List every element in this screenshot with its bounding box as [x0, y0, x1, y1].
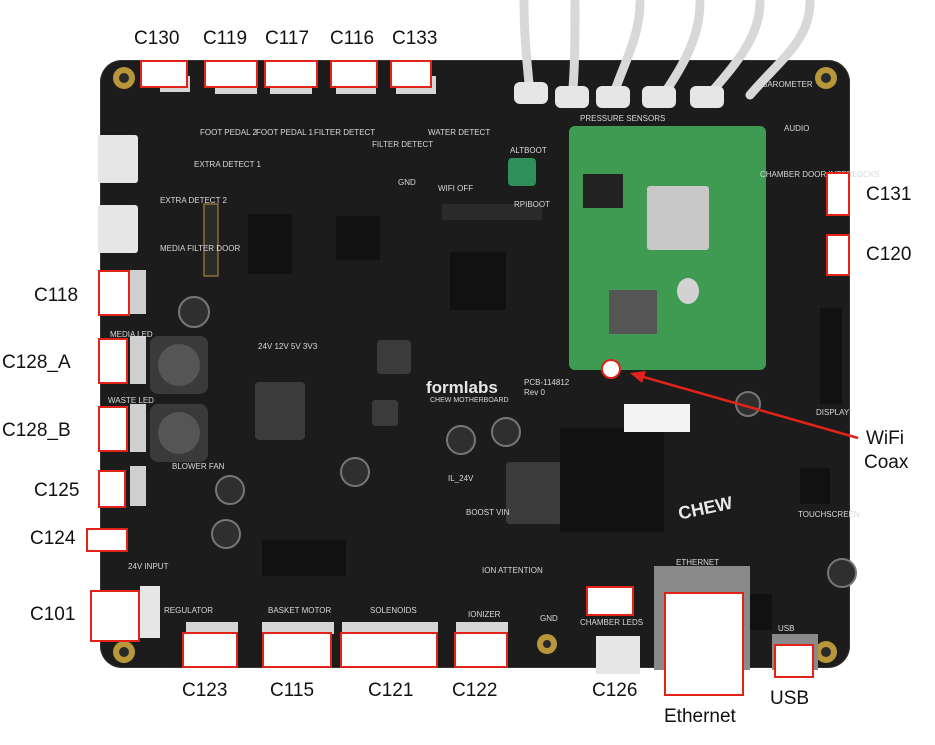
cm-chip-1	[583, 174, 623, 208]
silk-waste-led: WASTE LED	[108, 396, 154, 405]
silk-ethernet: ETHERNET	[676, 558, 720, 567]
label-c126: C126	[592, 680, 638, 701]
silk-rails: 24V 12V 5V 3V3	[258, 342, 318, 351]
silk-extra-detect-1: EXTRA DETECT 1	[194, 160, 261, 169]
label-c124: C124	[30, 528, 76, 549]
silk-ionizer: IONIZER	[468, 610, 501, 619]
label-box-c130	[140, 60, 188, 88]
silk-24v-input: 24V INPUT	[128, 562, 169, 571]
tube-fittings	[514, 82, 724, 108]
silk-touchscreen: TOUCHSCREEN	[798, 510, 860, 519]
label-c128a: C128_A	[2, 352, 71, 373]
label-box-c128b	[98, 406, 128, 452]
label-box-c126	[586, 586, 634, 616]
label-c116: C116	[330, 28, 375, 49]
silk-gnd-top: GND	[398, 178, 416, 187]
label-c125: C125	[34, 480, 80, 501]
silk-regulator: REGULATOR	[164, 606, 214, 615]
compute-module	[569, 126, 766, 370]
silk-solenoids: SOLENOIDS	[370, 606, 417, 615]
j129-connector	[98, 135, 138, 183]
silk-foot-pedal-1: FOOT PEDAL 1	[256, 128, 313, 137]
cm-logo	[677, 278, 699, 304]
label-c122: C122	[452, 680, 498, 701]
label-c101: C101	[30, 604, 76, 625]
silk-rpiboot: RPIBOOT	[514, 200, 551, 209]
silk-chamber-leds: CHAMBER LEDS	[580, 618, 644, 627]
silk-pressure-sensors: PRESSURE SENSORS	[580, 114, 666, 123]
label-usb: USB	[770, 688, 810, 709]
label-c131: C131	[866, 184, 912, 205]
label-box-ethernet	[664, 592, 744, 696]
label-c120: C120	[866, 244, 912, 265]
label-coax: Coax	[864, 452, 909, 473]
silk-media-led: MEDIA LED	[110, 330, 153, 339]
label-c128b: C128_B	[2, 420, 71, 441]
silk-board-name: CHEW MOTHERBOARD	[430, 397, 509, 404]
silk-gnd-bottom: GND	[540, 614, 558, 623]
label-box-c121	[340, 632, 438, 668]
label-box-c101	[90, 590, 140, 642]
label-c118: C118	[34, 285, 79, 306]
label-c130: C130	[134, 28, 180, 49]
silk-blower-fan: BLOWER FAN	[172, 462, 225, 471]
label-ethernet: Ethernet	[664, 706, 736, 727]
label-box-c116	[330, 60, 378, 88]
label-c115: C115	[270, 680, 315, 701]
silk-boost-vin: BOOST VIN	[466, 508, 510, 517]
brand-logo: formlabs	[426, 378, 498, 397]
label-box-c128a	[98, 338, 128, 384]
inductor-6r8	[255, 382, 305, 440]
label-box-c117	[264, 60, 318, 88]
label-box-c133	[390, 60, 432, 88]
label-c123: C123	[182, 680, 228, 701]
silk-altboot: ALTBOOT	[510, 146, 547, 155]
silk-wifi-off: WIFI OFF	[438, 184, 474, 193]
label-box-usb	[774, 644, 814, 678]
label-box-c122	[454, 632, 508, 668]
j130-connector	[98, 205, 138, 253]
silk-filter-detect-2: FILTER DETECT	[372, 140, 434, 149]
silk-pcb-id: PCB-114812	[524, 378, 570, 387]
label-box-c118	[98, 270, 130, 316]
inductor-l6	[506, 462, 562, 524]
label-box-c124	[86, 528, 128, 552]
silk-extra-detect-2: EXTRA DETECT 2	[160, 196, 227, 205]
label-box-c125	[98, 470, 126, 508]
silk-display: DISPLAY	[816, 408, 850, 417]
altboot-button	[508, 158, 536, 186]
label-box-c119	[204, 60, 258, 88]
silk-pcb-rev: Rev 0	[524, 388, 545, 397]
silk-il-24v: IL_24V	[448, 474, 474, 483]
silk-audio: AUDIO	[784, 124, 810, 133]
label-box-c115	[262, 632, 332, 668]
label-box-c120	[826, 234, 850, 276]
silk-media-filter-door: MEDIA FILTER DOOR	[160, 244, 241, 253]
label-c121: C121	[368, 680, 414, 701]
cm-heatsink	[647, 186, 709, 250]
silk-barometer: BAROMETER	[762, 80, 813, 89]
label-c133: C133	[392, 28, 438, 49]
silk-ion-attention: ION ATTENTION	[482, 566, 543, 575]
silk-water-detect: WATER DETECT	[428, 128, 491, 137]
label-box-c131	[826, 172, 850, 216]
silk-basket-motor: BASKET MOTOR	[268, 606, 332, 615]
label-wifi: WiFi	[866, 428, 904, 449]
label-box-c123	[182, 632, 238, 668]
label-c117: C117	[265, 28, 310, 49]
silk-usb: USB	[778, 624, 795, 633]
cm-chip-2	[609, 290, 657, 334]
label-c119: C119	[203, 28, 248, 49]
silk-foot-pedal-2: FOOT PEDAL 2	[200, 128, 257, 137]
silk-chamber-door-interlocks: CHAMBER DOOR INTERLOCKS	[760, 170, 880, 179]
silk-filter-detect-1: FILTER DETECT	[314, 128, 376, 137]
qr-label	[624, 404, 690, 432]
